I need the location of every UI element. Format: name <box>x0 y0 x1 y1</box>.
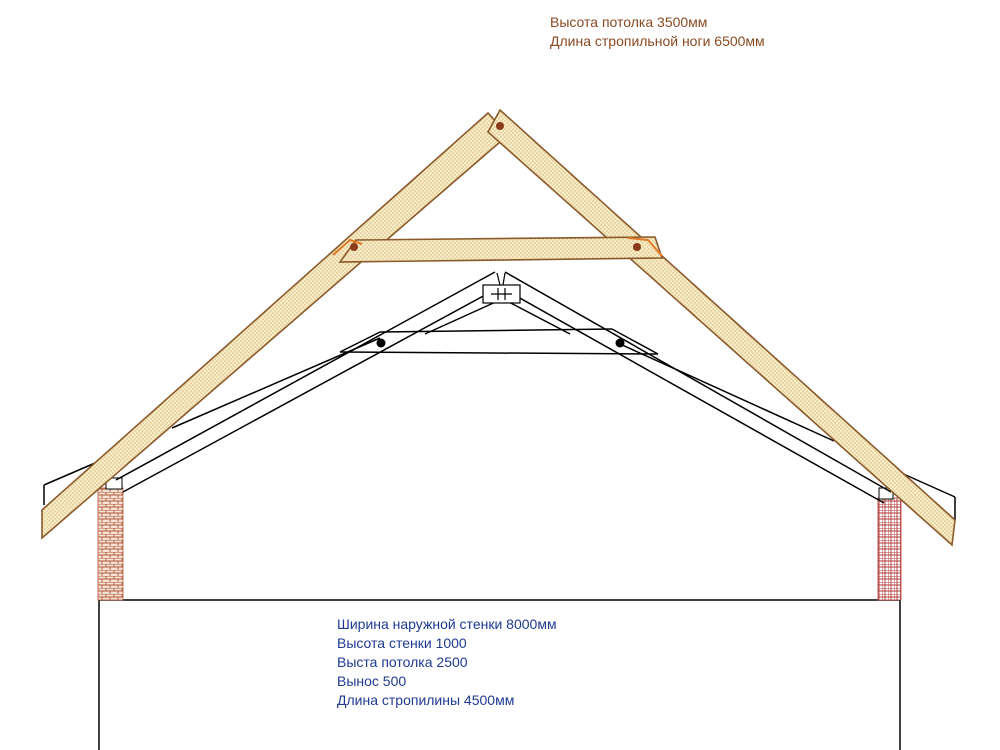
rafter-right <box>486 108 956 547</box>
collar-bolt-left <box>350 243 358 251</box>
brick-wall-left <box>97 487 124 601</box>
collar-joint-right <box>615 338 625 348</box>
ridge-bolt <box>496 122 504 130</box>
overhang-note: Вынос 500 <box>337 673 407 689</box>
ceiling-height-note: Высота потолка 3500мм <box>550 14 708 30</box>
rafter-left <box>41 111 510 540</box>
rafter-length-lower-note: Длина стропилины 4500мм <box>337 692 515 708</box>
collar-brackets <box>332 237 663 257</box>
collar-bolt-right <box>633 243 641 251</box>
bottom-notes: Ширина наружной стенки 8000мм Высота сте… <box>337 615 557 710</box>
rafter-length-note: Длина стропильной ноги 6500мм <box>550 33 765 49</box>
building-outline <box>98 599 901 750</box>
timber-rafters <box>41 108 956 547</box>
wall-width-note: Ширина наружной стенки 8000мм <box>337 616 557 632</box>
wall-height-note: Высота стенки 1000 <box>337 635 467 651</box>
top-notes: Высота потолка 3500мм Длина стропильной … <box>550 13 765 51</box>
inner-truss <box>43 271 956 520</box>
collar-joint-left <box>376 338 386 348</box>
brick-wall-right <box>877 497 902 601</box>
ceiling-height-lower-note: Выста потолка 2500 <box>337 654 468 670</box>
collar-tie <box>338 236 664 263</box>
ridge-connector <box>482 272 521 304</box>
